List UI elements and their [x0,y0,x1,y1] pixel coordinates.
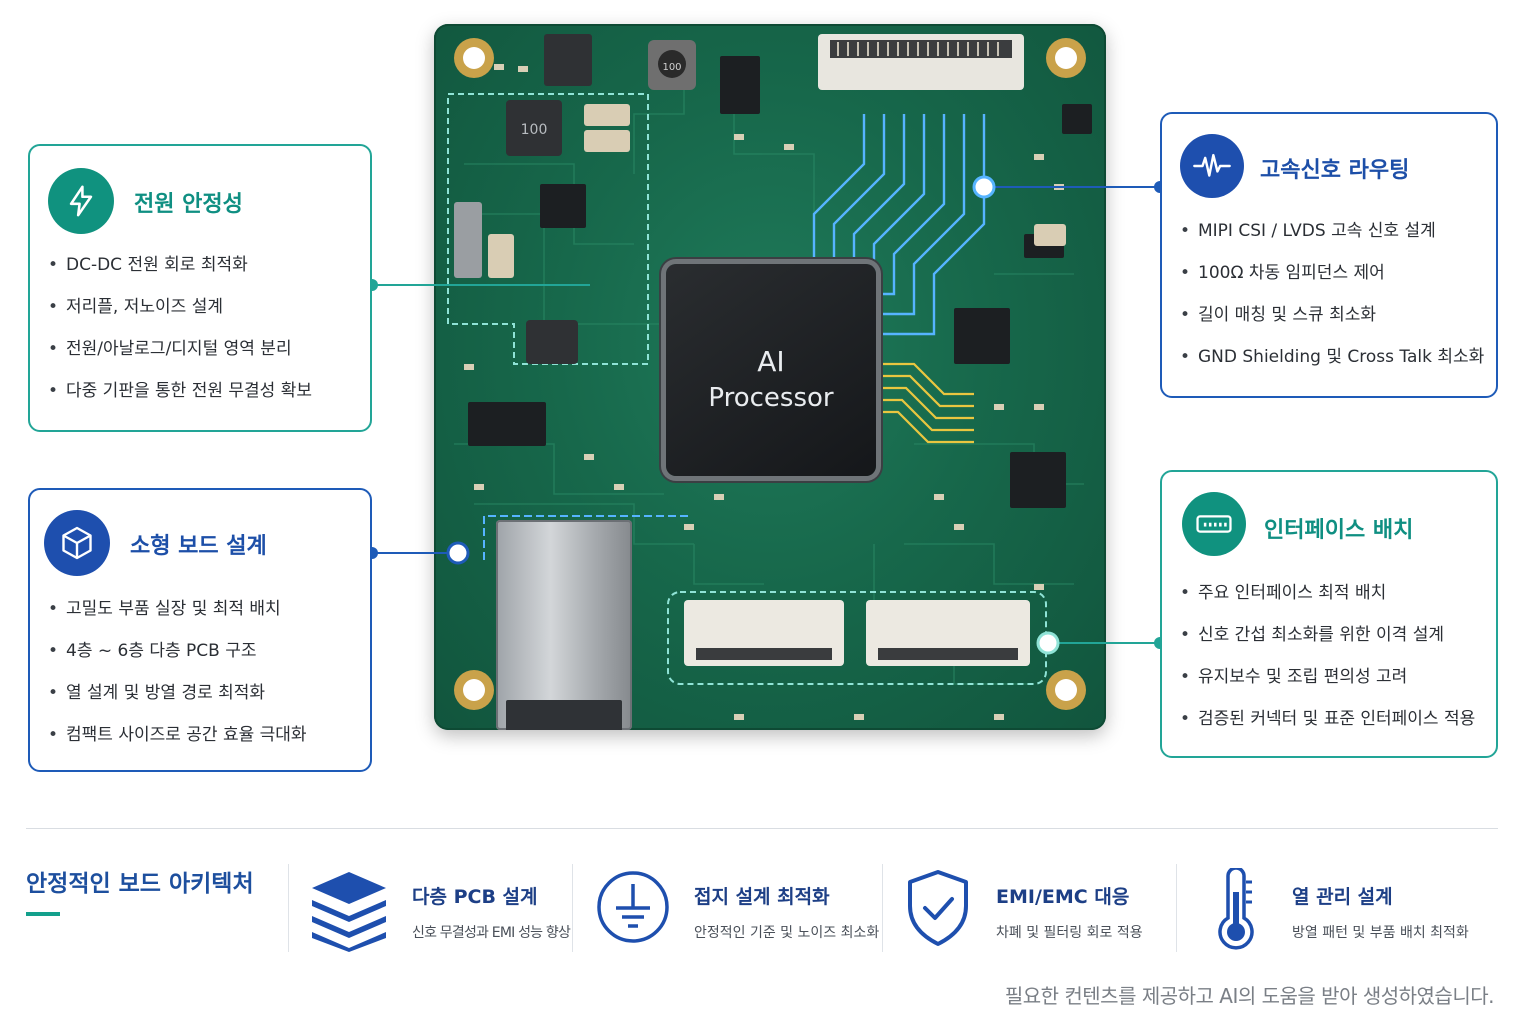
card-title: 고속신호 라우팅 [1260,158,1410,183]
feature-list: 주요 인터페이스 최적 배치 신호 간섭 최소화를 위한 이격 설계 유지보수 … [1180,572,1475,740]
lightning-icon [48,168,114,234]
feature-subtitle: 신호 무결성과 EMI 성능 향상 [412,925,571,941]
list-item: GND Shielding 및 Cross Talk 최소화 [1180,336,1484,378]
list-item: 다중 기판을 통한 전원 무결성 확보 [48,370,312,412]
section-divider [26,828,1498,829]
connector-icon [1182,492,1246,556]
list-item: 컴팩트 사이즈로 공간 효율 극대화 [48,714,307,756]
list-item: 열 설계 및 방열 경로 최적화 [48,672,307,714]
mounting-holes [454,38,1086,710]
callout-target [446,541,470,565]
callout-target [1036,631,1060,655]
rj45-port [506,700,622,730]
ground-icon [596,870,670,948]
column-divider [572,864,573,952]
feature-title: 열 관리 설계 [1292,886,1393,908]
rj45-connector [496,520,632,730]
list-item: 고밀도 부품 실장 및 최적 배치 [48,588,307,630]
card-compact-board: 소형 보드 설계 고밀도 부품 실장 및 최적 배치 4층 ~ 6층 다층 PC… [28,488,372,772]
inductor-marking: 100 [521,122,548,138]
thermometer-icon [1214,866,1258,954]
pcb-board: 100 100 [434,24,1106,730]
feature-title: 접지 설계 최적화 [694,886,830,908]
chip-label-line2: Processor [708,383,834,413]
column-divider [288,864,289,952]
waveform-icon [1180,134,1244,198]
list-item: 주요 인터페이스 최적 배치 [1180,572,1475,614]
feature-subtitle: 방열 패턴 및 부품 배치 최적화 [1292,925,1469,941]
feature-title: 다층 PCB 설계 [412,886,538,908]
feature-list: 고밀도 부품 실장 및 최적 배치 4층 ~ 6층 다층 PCB 구조 열 설계… [48,588,307,756]
list-item: 신호 간섭 최소화를 위한 이격 설계 [1180,614,1475,656]
list-item: 100Ω 차동 임피던스 제어 [1180,252,1484,294]
column-divider [882,864,883,952]
feature-title: EMI/EMC 대응 [996,886,1130,908]
list-item: 전원/아날로그/디지털 영역 분리 [48,328,312,370]
list-item: 4층 ~ 6층 다층 PCB 구조 [48,630,307,672]
feature-list: DC-DC 전원 회로 최적화 저리플, 저노이즈 설계 전원/아날로그/디지털… [48,244,312,412]
architecture-title: 안정적인 보드 아키텍처 [26,871,254,897]
feature-subtitle: 차폐 및 필터링 회로 적용 [996,925,1143,941]
callout-target [972,175,996,199]
card-title: 전원 안정성 [134,192,243,217]
list-item: 검증된 커넥터 및 표준 인터페이스 적용 [1180,698,1475,740]
shield-check-icon [906,868,970,952]
chip-label-line1: AI [757,345,785,378]
card-title: 인터페이스 배치 [1264,518,1414,543]
list-item: DC-DC 전원 회로 최적화 [48,244,312,286]
card-title: 소형 보드 설계 [130,534,267,559]
card-power-stability: 전원 안정성 DC-DC 전원 회로 최적화 저리플, 저노이즈 설계 전원/아… [28,144,372,432]
list-item: 저리플, 저노이즈 설계 [48,286,312,328]
ai-processor-chip: AI Processor [666,264,876,476]
inductor-marking: 100 [662,62,681,73]
list-item: 유지보수 및 조립 편의성 고려 [1180,656,1475,698]
footnote: 필요한 컨텐츠를 제공하고 AI의 도움을 받아 생성하였습니다. [1004,984,1495,1008]
layers-icon [310,868,388,956]
feature-subtitle: 안정적인 기준 및 노이즈 최소화 [694,925,880,941]
list-item: MIPI CSI / LVDS 고속 신호 설계 [1180,210,1484,252]
feature-list: MIPI CSI / LVDS 고속 신호 설계 100Ω 차동 임피던스 제어… [1180,210,1484,378]
card-high-speed-routing: 고속신호 라우팅 MIPI CSI / LVDS 고속 신호 설계 100Ω 차… [1160,112,1498,398]
cube-icon [44,510,110,576]
card-interface-placement: 인터페이스 배치 주요 인터페이스 최적 배치 신호 간섭 최소화를 위한 이격… [1160,470,1498,758]
column-divider [1176,864,1177,952]
title-accent [26,912,60,916]
list-item: 길이 매칭 및 스큐 최소화 [1180,294,1484,336]
pcb-artwork: 100 100 [447,34,1092,720]
